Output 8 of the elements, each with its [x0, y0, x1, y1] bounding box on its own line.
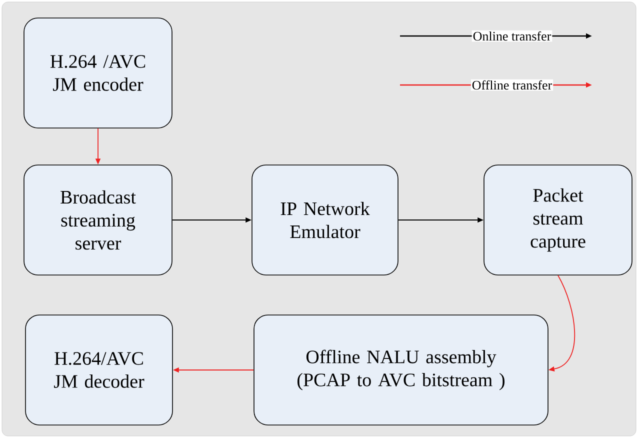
process-box: H.264/AVC JM decoder: [25, 314, 173, 426]
process-box: IP Network Emulator: [252, 164, 398, 276]
process-box: Packet stream capture: [484, 164, 632, 276]
legend-label: Online transfer: [472, 30, 552, 42]
process-box: Broadcast streaming server: [24, 164, 172, 276]
process-box: H.264 /AVC JM encoder: [24, 18, 172, 128]
process-box: Offline NALU assembly (PCAP to AVC bitstream ): [254, 314, 548, 426]
legend-label: Offline transfer: [470, 79, 554, 91]
